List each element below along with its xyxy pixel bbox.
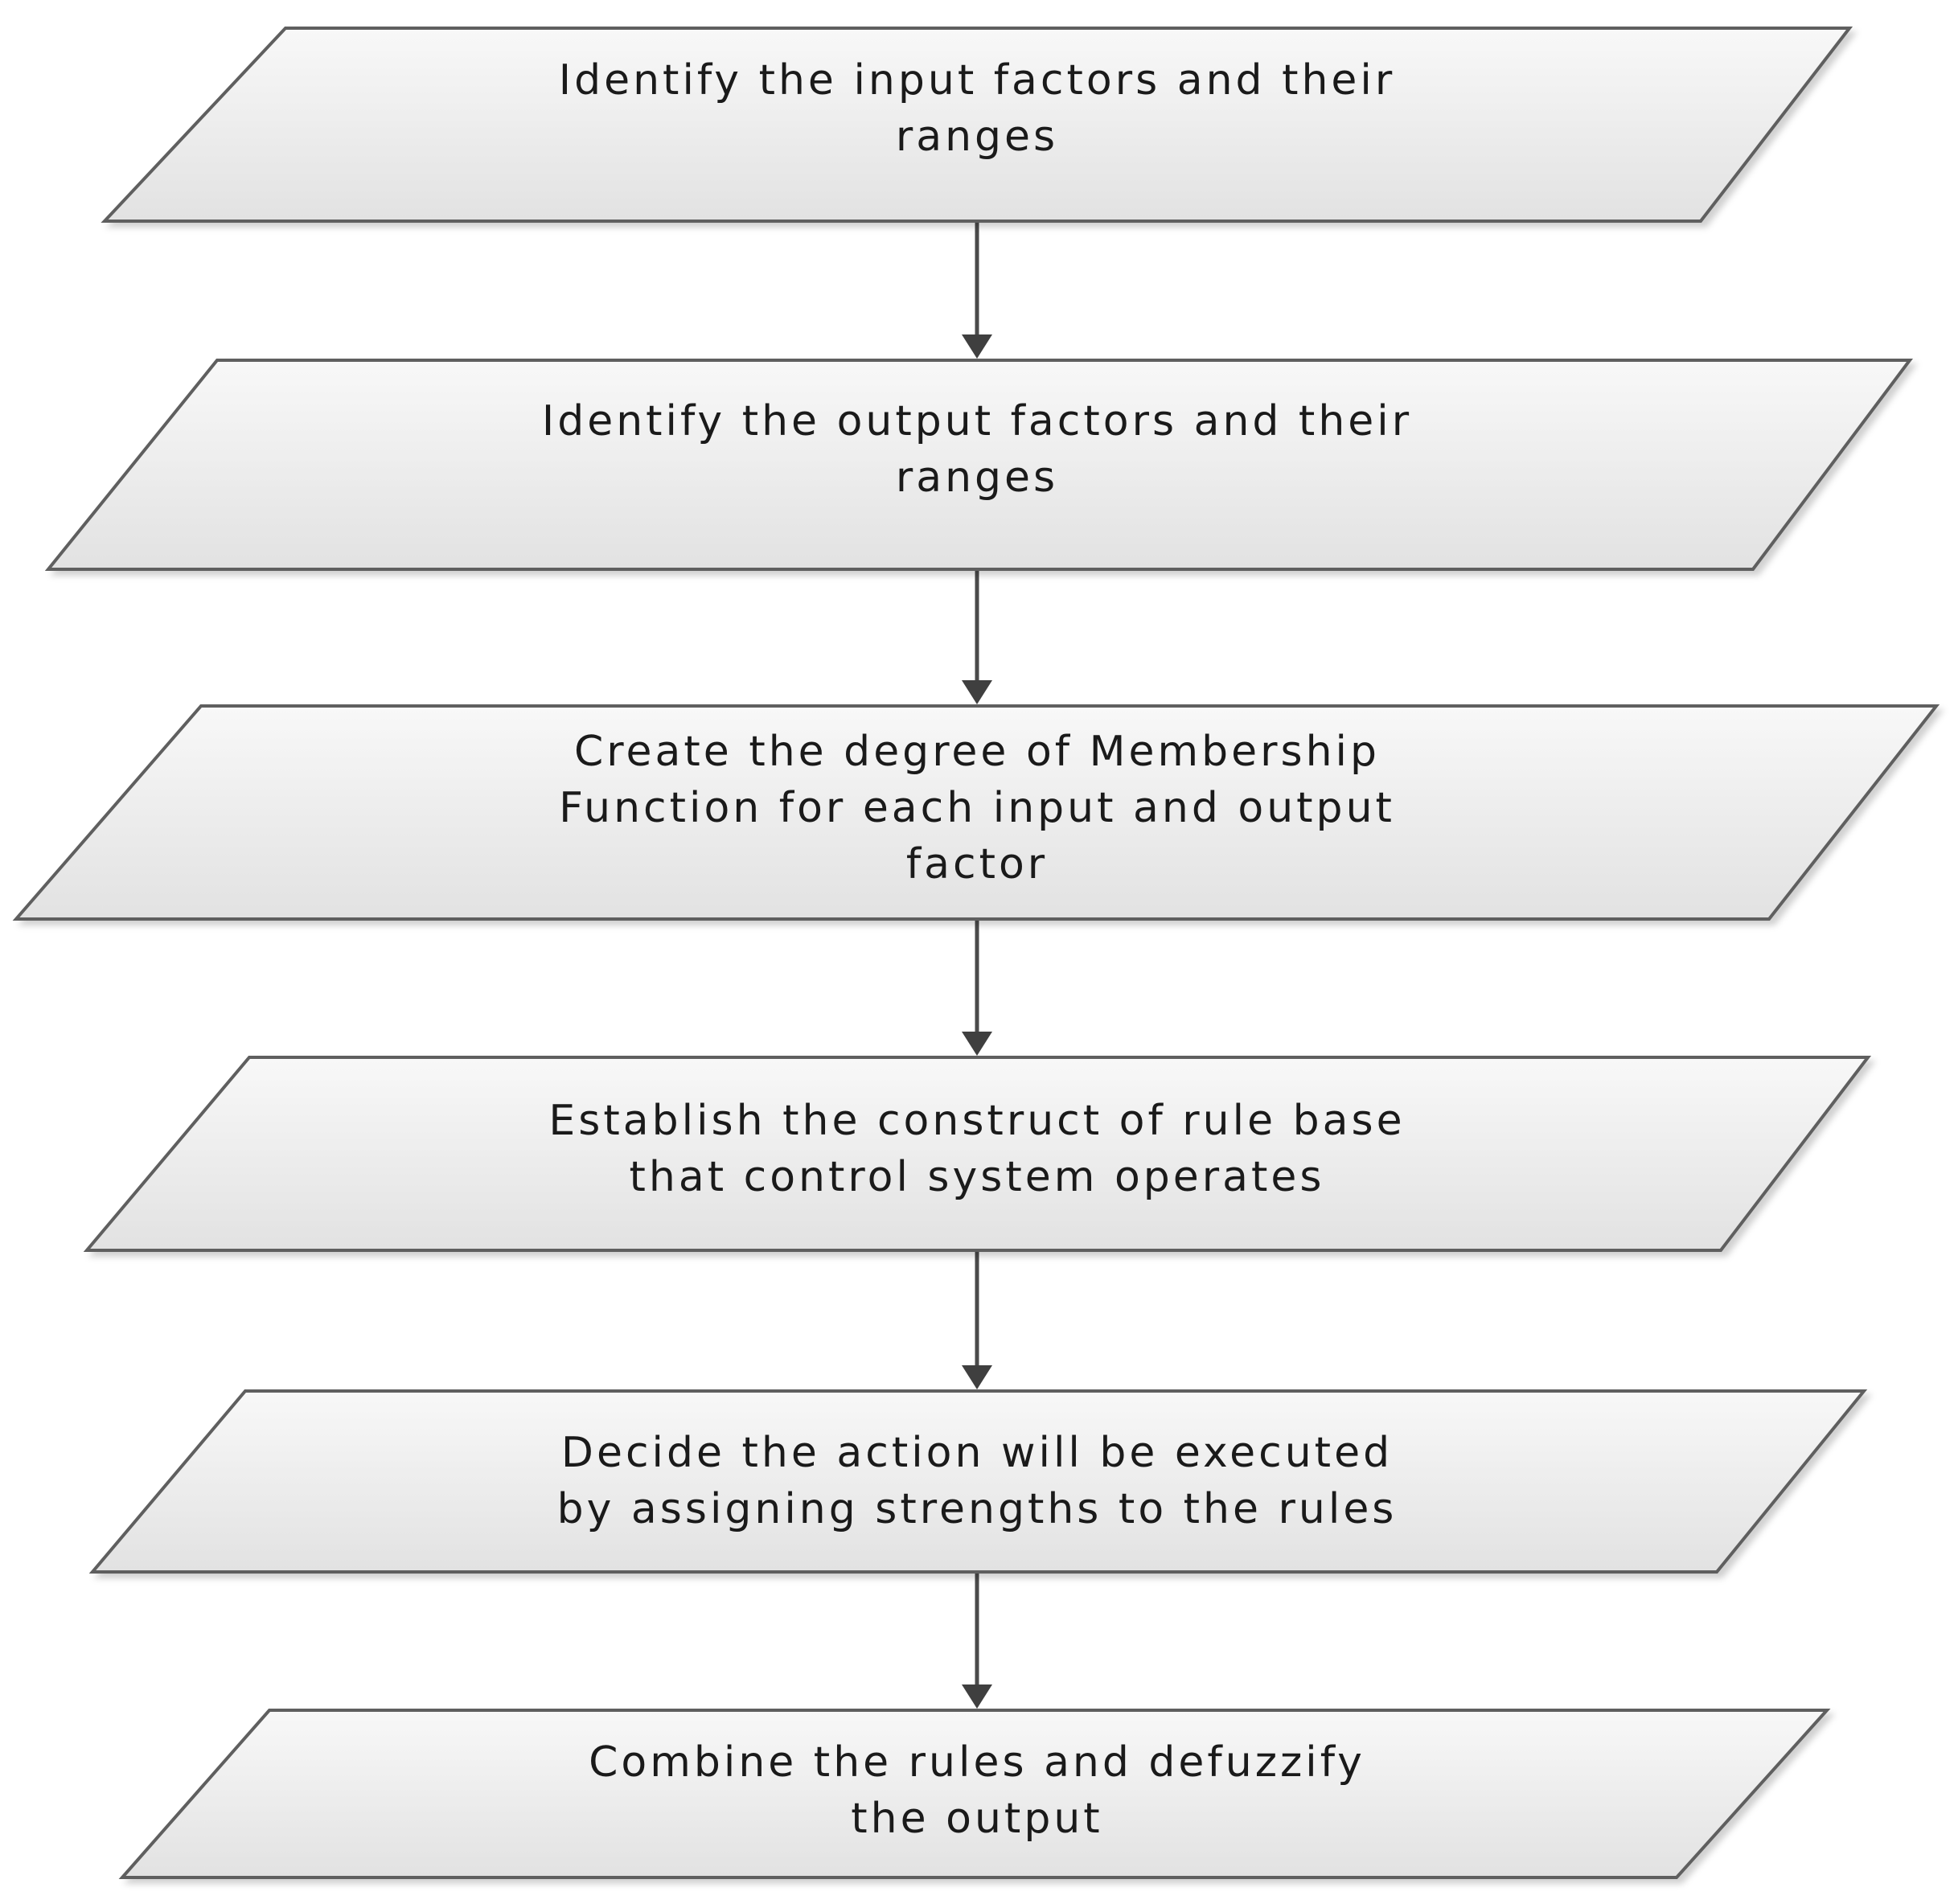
arrow-1-to-2: [962, 221, 992, 359]
arrow-5-to-6: [962, 1572, 992, 1709]
arrow-4-head: [962, 1365, 992, 1389]
process-step-5: Decide the action will be executed by ass…: [88, 1389, 1868, 1574]
step-5-label-line-1: Decide the action will be executed: [561, 1429, 1393, 1477]
process-step-2: Identify the output factors and their ran…: [44, 359, 1913, 571]
step-6-parallelogram: [118, 1709, 1831, 1879]
step-3-label-line-2: Function for each input and output: [559, 784, 1395, 832]
step-2-label-line-1: Identify the output factors and their: [542, 397, 1412, 445]
step-4-parallelogram: [83, 1056, 1872, 1252]
step-4-label-line-2: that control system operates: [630, 1153, 1325, 1201]
arrow-4-to-5: [962, 1250, 992, 1389]
step-1-label-line-1: Identify the input factors and their: [559, 56, 1395, 105]
process-step-4: Establish the construct of rule base that…: [83, 1056, 1872, 1252]
step-6-label-line-2: the output: [851, 1795, 1102, 1843]
step-1-label-line-2: ranges: [896, 113, 1058, 161]
step-4-label-line-1: Establish the construct of rule base: [548, 1097, 1405, 1145]
arrow-2-head: [962, 680, 992, 704]
step-1-parallelogram: [101, 27, 1853, 223]
process-step-3: Create the degree of MembershipFunction …: [12, 704, 1940, 921]
arrow-2-to-3: [962, 569, 992, 704]
step-3-parallelogram: [12, 704, 1940, 921]
step-3-label-line-1: Create the degree of Membership: [574, 728, 1380, 776]
arrow-3-to-4: [962, 919, 992, 1056]
process-step-1: Identify the input factors and their rang…: [101, 27, 1853, 223]
step-2-label-line-2: ranges: [896, 453, 1058, 502]
step-6-label-line-1: Combine the rules and defuzzify: [589, 1738, 1365, 1787]
arrow-1-head: [962, 334, 992, 359]
arrow-5-head: [962, 1684, 992, 1709]
process-step-6: Combine the rules and defuzzify the outpu…: [118, 1709, 1831, 1879]
step-3-label-line-3: factor: [906, 840, 1048, 888]
step-5-label-line-2: by assigning strengths to the rules: [557, 1485, 1398, 1533]
step-5-parallelogram: [88, 1389, 1868, 1574]
arrow-3-head: [962, 1032, 992, 1056]
step-2-parallelogram: [44, 359, 1913, 571]
